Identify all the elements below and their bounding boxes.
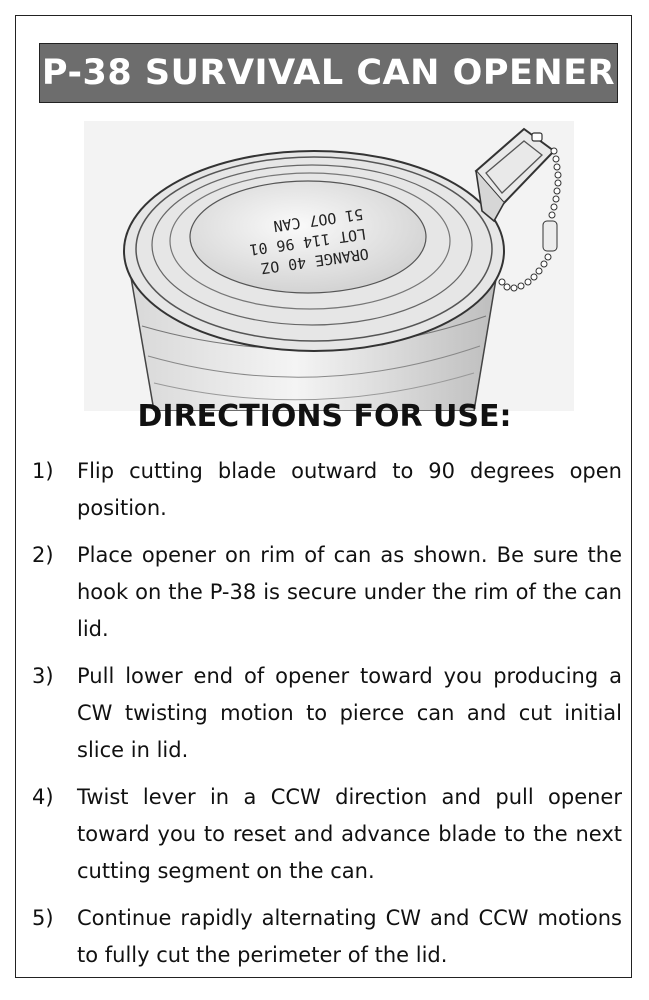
step-text: Pull lower end of opener toward you prod… xyxy=(77,664,622,762)
step-number: 2) xyxy=(32,543,54,567)
step-number: 3) xyxy=(32,664,54,688)
step-text: Place opener on rim of can as shown. Be … xyxy=(77,543,622,641)
direction-step: 5) Continue rapidly alternating CW and C… xyxy=(32,900,622,974)
instruction-card: P-38 SURVIVAL CAN OPENER xyxy=(15,15,632,978)
page-title: P-38 SURVIVAL CAN OPENER xyxy=(41,53,616,93)
step-text: Continue rapidly alternating CW and CCW … xyxy=(77,906,622,967)
directions-heading: DIRECTIONS FOR USE: xyxy=(137,399,512,434)
can-opener-illustration: ORANGE 40 OZ LOT 114 96 01 51 OO7 CAN xyxy=(84,121,574,411)
directions-list: 1) Flip cutting blade outward to 90 degr… xyxy=(32,453,622,984)
direction-step: 2) Place opener on rim of can as shown. … xyxy=(32,537,622,648)
title-banner: P-38 SURVIVAL CAN OPENER xyxy=(39,43,618,103)
direction-step: 4) Twist lever in a CCW direction and pu… xyxy=(32,779,622,890)
step-number: 1) xyxy=(32,459,54,483)
step-number: 5) xyxy=(32,906,54,930)
p38-opener-icon xyxy=(474,127,556,223)
step-text: Flip cutting blade outward to 90 degrees… xyxy=(77,459,622,520)
ball-chain-icon xyxy=(498,147,562,292)
direction-step: 1) Flip cutting blade outward to 90 degr… xyxy=(32,453,622,527)
step-number: 4) xyxy=(32,785,54,809)
direction-step: 3) Pull lower end of opener toward you p… xyxy=(32,658,622,769)
step-text: Twist lever in a CCW direction and pull … xyxy=(77,785,622,883)
can-icon: ORANGE 40 OZ LOT 114 96 01 51 OO7 CAN xyxy=(123,150,505,411)
